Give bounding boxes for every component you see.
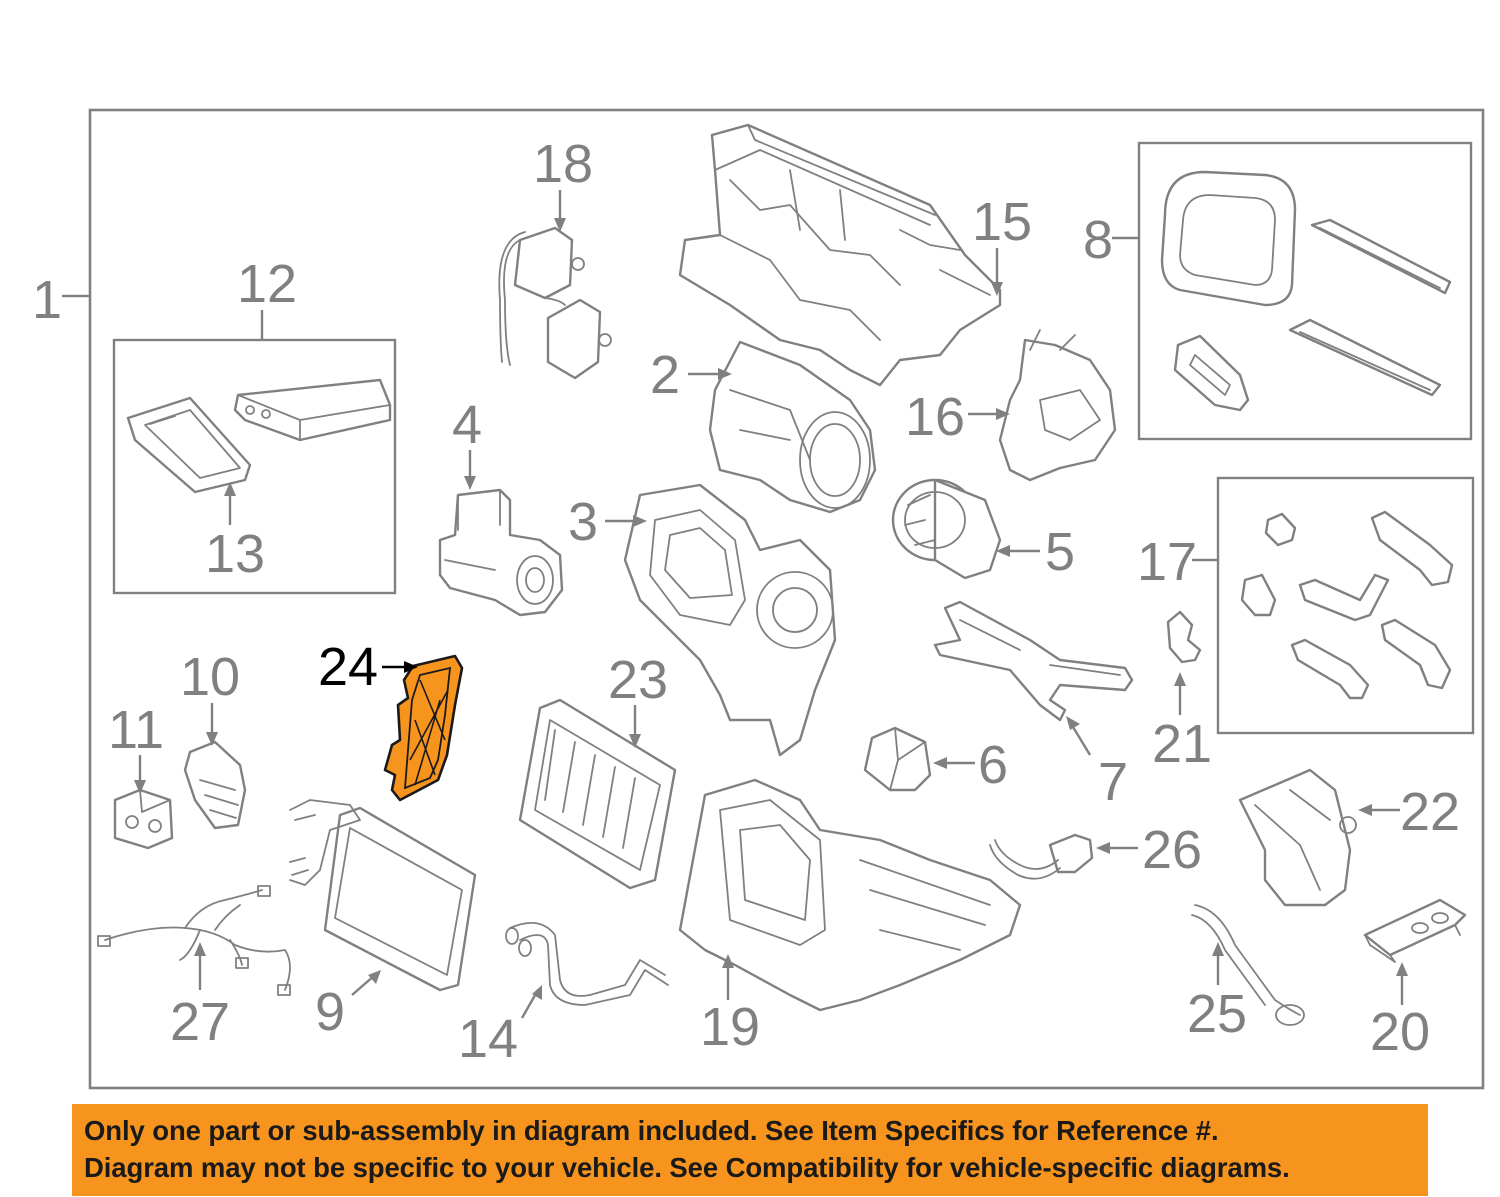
callout-6-arrow: [933, 757, 947, 769]
disclaimer-banner: Only one part or sub-assembly in diagram…: [72, 1104, 1428, 1196]
part-16-mode-assembly: [998, 329, 1117, 482]
part-25-tube: [1191, 904, 1305, 1026]
callout-5: 5: [1045, 522, 1075, 582]
callout-3: 3: [568, 492, 598, 552]
disclaimer-line-2: Diagram may not be specific to your vehi…: [84, 1152, 1290, 1183]
callout-12: 12: [237, 254, 297, 314]
part-7-linkage: [933, 600, 1134, 722]
callout-9-arrow: [368, 970, 381, 984]
part-26-sensor: [989, 833, 1094, 880]
callout-4-arrow: [464, 476, 476, 490]
part-9-heater-core: [289, 799, 477, 992]
callout-10: 10: [180, 647, 240, 707]
callout-5-arrow: [996, 545, 1010, 557]
callout-24-arrow: [404, 661, 418, 673]
callout-14-arrow: [532, 985, 542, 1000]
callout-13-arrow: [224, 482, 236, 496]
part-10-bracket: [183, 740, 247, 830]
part-5-blower-motor: [891, 478, 1002, 580]
callout-20: 20: [1370, 1002, 1430, 1062]
part-18-actuators: [498, 226, 612, 380]
part-19-lower-case: [678, 778, 1022, 1012]
callout-23-arrow: [629, 734, 641, 748]
part-20-bracket-plate: [1363, 898, 1467, 963]
callout-15: 15: [972, 192, 1032, 252]
part-2-blower-housing: [708, 340, 877, 514]
part-23-evaporator: [518, 698, 677, 890]
callout-20-arrow: [1396, 962, 1408, 976]
callout-7-arrow: [1066, 716, 1080, 730]
callout-1: 1: [32, 270, 62, 330]
callout-6: 6: [978, 735, 1008, 795]
part-12-filter-assembly: [233, 378, 392, 442]
callout-23: 23: [608, 650, 668, 710]
group-box-8: [1137, 141, 1473, 441]
callout-9: 9: [315, 982, 345, 1042]
callout-4: 4: [452, 395, 482, 455]
callout-25: 25: [1187, 984, 1247, 1044]
callout-19: 19: [700, 997, 760, 1057]
part-21-clip: [1166, 610, 1202, 664]
callout-11: 11: [108, 700, 164, 760]
callout-27: 27: [170, 992, 230, 1052]
group-box-12: [112, 338, 397, 595]
part-3-blower-case: [623, 483, 837, 757]
part-17-hardware-kit: [1240, 510, 1454, 700]
callout-2-arrow: [718, 368, 732, 380]
callout-8: 8: [1083, 210, 1113, 270]
callout-24: 24: [318, 637, 378, 697]
part-15-upper-case: [678, 123, 1002, 387]
callout-13: 13: [205, 524, 265, 584]
callout-26-arrow: [1096, 842, 1110, 854]
callout-18-arrow: [554, 218, 566, 232]
callout-21: 21: [1152, 714, 1212, 774]
callout-2: 2: [650, 345, 680, 405]
callout-3-arrow: [633, 515, 647, 527]
callout-19-arrow: [722, 954, 734, 968]
callout-26: 26: [1142, 820, 1202, 880]
callout-21-arrow: [1174, 672, 1186, 686]
callout-25-arrow: [1212, 942, 1224, 956]
part-6-sensor: [863, 726, 932, 792]
disclaimer-line-1: Only one part or sub-assembly in diagram…: [84, 1115, 1219, 1146]
callout-15-arrow: [991, 282, 1003, 296]
callout-14: 14: [458, 1009, 518, 1069]
callout-10-arrow: [206, 732, 218, 746]
callout-18: 18: [533, 134, 593, 194]
assembly-frame: [88, 108, 1485, 1090]
part-14-lines: [505, 921, 669, 1006]
callout-27-arrow: [194, 942, 206, 956]
part-11-expansion-valve: [113, 788, 174, 850]
part-13-filter-cover: [126, 396, 252, 494]
group-box-17: [1216, 476, 1475, 735]
callout-22: 22: [1400, 782, 1460, 842]
callout-22-arrow: [1358, 804, 1372, 816]
part-4-actuator: [438, 488, 564, 617]
part-8-seals: [1160, 170, 1452, 412]
callout-16-arrow: [996, 408, 1010, 420]
part-22-duct: [1238, 768, 1357, 907]
callout-16: 16: [905, 387, 965, 447]
callout-17: 17: [1137, 532, 1197, 592]
callout-7: 7: [1098, 752, 1128, 812]
part-27-wiring-harness: [97, 885, 291, 996]
part-24-seal-highlighted: [383, 654, 464, 802]
callout-11-arrow: [134, 780, 146, 794]
